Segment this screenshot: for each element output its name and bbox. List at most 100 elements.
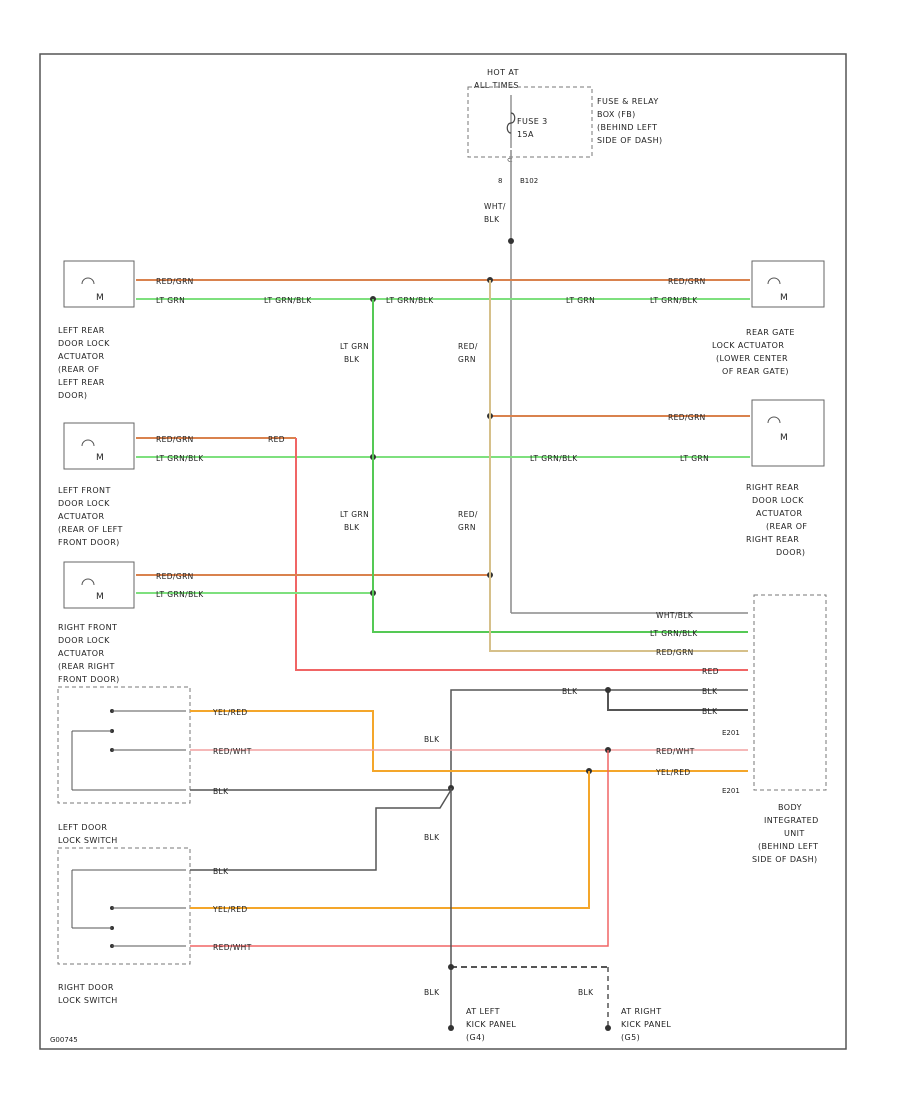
power-source: HOT AT ALL TIMES FUSE 3 15A FUSE & RELAY… (467, 68, 663, 185)
motor-symbol-lr: M (96, 293, 104, 303)
wire-label-ltgrnblk-rf: LT GRN/BLK (156, 590, 204, 599)
wire-label-redwht-unit: RED/WHT (656, 747, 695, 756)
rf-wires: RED/GRN LT GRN/BLK (136, 572, 493, 599)
right-rear-actuator-label-2: DOOR LOCK (752, 496, 804, 505)
left-rear-actuator-label-1: LEFT REAR (58, 326, 105, 335)
wire-label-wht-blk: WHT/ (484, 202, 506, 211)
hot-at-label-2: ALL TIMES (474, 81, 519, 90)
right-door-switch-label-2: LOCK SWITCH (58, 996, 118, 1005)
wire-label-red-unit: RED (702, 667, 719, 676)
right-front-actuator-label-5: FRONT DOOR) (58, 675, 120, 684)
right-rear-actuator-label-1: RIGHT REAR (746, 483, 799, 492)
wire-label-ltgrnblk-top-3: LT GRN/BLK (650, 296, 698, 305)
wire-label-blk-rs: BLK (213, 867, 229, 876)
left-front-actuator-label-5: FRONT DOOR) (58, 538, 120, 547)
right-rear-actuator-label-3: ACTUATOR (756, 509, 802, 518)
ltgrn-vertical: LT GRN BLK LT GRN BLK LT GRN/BLK (340, 299, 748, 638)
wht-blk-trunk: WHT/ BLK WHT/BLK (484, 150, 748, 620)
fuse-label-2: 15A (517, 130, 534, 139)
wire-label-redgrn-v2: RED/ (458, 510, 478, 519)
right-front-actuator-label-2: DOOR LOCK (58, 636, 110, 645)
body-integrated-unit: E201 E201 BODY INTEGRATED UNIT (BEHIND L… (722, 594, 827, 864)
fuse-box-label-1: FUSE & RELAY (597, 97, 659, 106)
rear-gate-actuator-label-1: REAR GATE (746, 328, 795, 337)
ground-wires: BLK BLK BLK AT LEFT KICK PANEL (G4) AT R… (424, 788, 671, 1042)
wire-label-blk-g4: BLK (424, 988, 440, 997)
right-door-switch-label-1: RIGHT DOOR (58, 983, 114, 992)
rear-gate-actuator-label-3: (LOWER CENTER (716, 354, 788, 363)
left-rear-actuator-label-5: LEFT REAR (58, 378, 105, 387)
wire-label-redgrn-v1: RED/ (458, 342, 478, 351)
wire-label-redwht-rs: RED/WHT (213, 943, 252, 952)
rear-gate-actuator-label-4: OF REAR GATE) (722, 367, 789, 376)
left-rear-actuator-label-6: DOOR) (58, 391, 87, 400)
wire-label-redgrn-v2b: GRN (458, 523, 476, 532)
wire-label-redgrn-lr: RED/GRN (156, 277, 194, 286)
wire-label-ltgrn-v2b: BLK (344, 523, 360, 532)
right-rear-actuator-label-4: (REAR OF (766, 522, 807, 531)
wire-label-yelred-unit: YEL/RED (655, 768, 691, 777)
svg-text:⊂: ⊂ (507, 156, 513, 164)
wire-label-blk-ls: BLK (213, 787, 229, 796)
connector-e201-b: E201 (722, 787, 740, 795)
fuse-box-label-3: (BEHIND LEFT (597, 123, 657, 132)
right-switch-wires: BLK YEL/RED RED/WHT (190, 750, 609, 952)
left-front-actuator: M (63, 422, 135, 470)
left-front-actuator-label-2: DOOR LOCK (58, 499, 110, 508)
ground-right-label-2: KICK PANEL (621, 1020, 671, 1029)
ground-left-label-1: AT LEFT (466, 1007, 500, 1016)
wire-label-wht-blk-unit: WHT/BLK (656, 611, 694, 620)
wire-label-ltgrnblk-top-1: LT GRN/BLK (264, 296, 312, 305)
ground-left-label-2: KICK PANEL (466, 1020, 516, 1029)
left-front-actuator-label-4: (REAR OF LEFT (58, 525, 123, 534)
left-door-switch (57, 686, 191, 804)
fuse-box-label-4: SIDE OF DASH) (597, 136, 663, 145)
left-door-switch-label-2: LOCK SWITCH (58, 836, 118, 845)
hot-at-label: HOT AT (487, 68, 519, 77)
fuse-box-label-2: BOX (FB) (597, 110, 636, 119)
wire-label-ltgrn-v1: LT GRN (340, 342, 369, 351)
left-rear-actuator-label-2: DOOR LOCK (58, 339, 110, 348)
left-front-actuator-label-3: ACTUATOR (58, 512, 104, 521)
body-unit-label-3: UNIT (784, 829, 805, 838)
motor-symbol-rf: M (96, 592, 104, 602)
wire-label-yelred-rs: YEL/RED (212, 905, 248, 914)
wire-label-ltgrn-v2: LT GRN (340, 510, 369, 519)
wire-label-ltgrn-rr: LT GRN (680, 454, 709, 463)
mid-wires: RED/GRN RED/GRN LT GRN/BLK LT GRN/BLK LT… (136, 413, 750, 463)
left-front-actuator-label-1: LEFT FRONT (58, 486, 111, 495)
wire-label-ltgrn-v1b: BLK (344, 355, 360, 364)
wire-label-yelred-ls: YEL/RED (212, 708, 248, 717)
ground-right-label-1: AT RIGHT (621, 1007, 662, 1016)
fuse-symbol (506, 112, 516, 134)
wire-label-ltgrn-top: LT GRN (566, 296, 595, 305)
top-wires: RED/GRN LT GRN LT GRN/BLK LT GRN/BLK LT … (136, 277, 750, 305)
red-wire: RED (295, 438, 748, 676)
ground-right-label-3: (G5) (621, 1033, 640, 1042)
right-rear-actuator: M (751, 399, 825, 467)
body-unit-label-1: BODY (778, 803, 802, 812)
motor-symbol-lf: M (96, 453, 104, 463)
footer-code: G00745 (50, 1036, 78, 1044)
right-rear-actuator-label-6: DOOR) (776, 548, 805, 557)
wire-label-redgrn-rr: RED/GRN (668, 413, 706, 422)
fuse-pin-number: 8 (498, 177, 502, 185)
rear-gate-actuator: M (751, 260, 825, 308)
redgrn-vertical: RED/ GRN RED/ GRN RED/GRN (458, 280, 748, 657)
left-rear-actuator-label-3: ACTUATOR (58, 352, 104, 361)
wire-label-blk-unit-2: BLK (702, 687, 718, 696)
fuse-box-outline (467, 86, 593, 158)
wire-label-wht-blk-2: BLK (484, 215, 500, 224)
body-unit-label-4: (BEHIND LEFT (758, 842, 818, 851)
wire-label-blk-g5: BLK (578, 988, 594, 997)
fuse-connector-id: B102 (520, 177, 538, 185)
rear-gate-actuator-label-2: LOCK ACTUATOR (712, 341, 784, 350)
motor-symbol-rr: M (780, 433, 788, 443)
ground-left-label-3: (G4) (466, 1033, 485, 1042)
component-labels: LEFT REAR DOOR LOCK ACTUATOR (REAR OF LE… (58, 326, 807, 557)
right-rear-actuator-label-5: RIGHT REAR (746, 535, 799, 544)
motor-symbol-rg: M (780, 293, 788, 303)
wire-label-redgrn-v1b: GRN (458, 355, 476, 364)
right-front-actuator: M (63, 561, 135, 609)
